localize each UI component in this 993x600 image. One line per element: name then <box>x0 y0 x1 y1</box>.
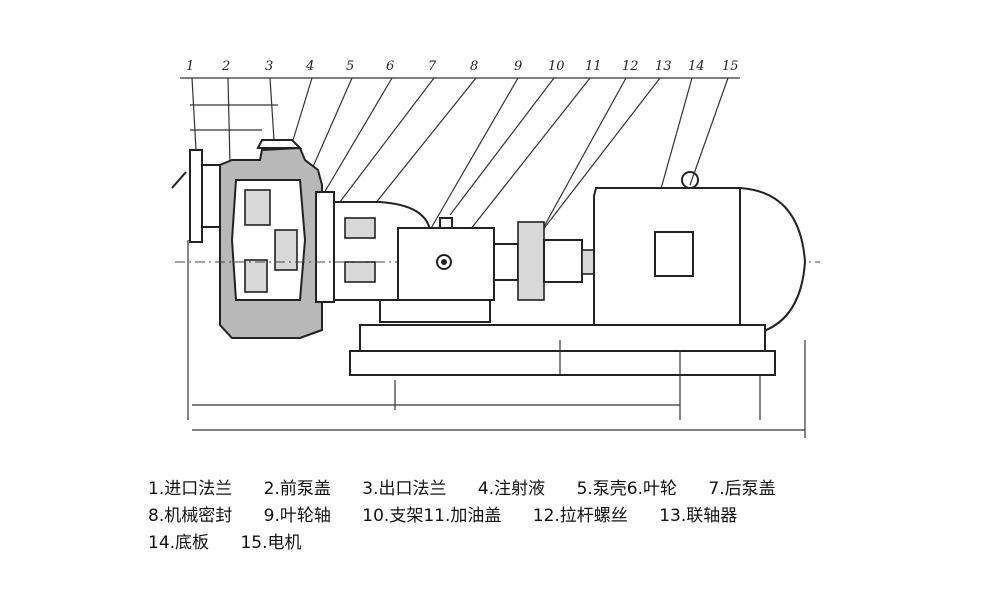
callout-5: 5 <box>346 59 354 74</box>
pump-casing <box>219 139 323 339</box>
legend-item: 12.拉杆螺丝 <box>532 506 628 526</box>
electric-motor <box>593 171 807 337</box>
callout-14: 14 <box>688 59 705 74</box>
callout-7: 7 <box>428 59 437 74</box>
legend-item: 7.后泵盖 <box>708 479 776 499</box>
dimension-lines <box>187 104 806 438</box>
callout-10: 10 <box>548 59 565 74</box>
legend-item: 14.底板 <box>148 533 210 553</box>
bearing-bracket <box>379 217 495 323</box>
legend-item: 10.支架11.加油盖 <box>362 506 502 526</box>
legend-item: 2.前泵盖 <box>263 479 331 499</box>
callout-15: 15 <box>722 59 739 74</box>
callout-13: 13 <box>655 59 672 74</box>
callout-numbers: 1 2 3 4 5 6 7 8 9 10 11 12 13 14 15 <box>186 59 739 74</box>
pump-assembly-diagram: 1 2 3 4 5 6 7 8 9 10 11 12 13 14 15 <box>171 59 820 438</box>
legend-item: 3.出口法兰 <box>362 479 447 499</box>
callout-2: 2 <box>221 59 230 74</box>
legend-item: 4.注射液 <box>477 479 546 499</box>
coupling <box>493 221 595 301</box>
callout-3: 3 <box>265 59 273 74</box>
legend-item: 1.进口法兰 <box>148 479 233 499</box>
inlet-flange <box>171 149 221 243</box>
callout-8: 8 <box>470 59 478 74</box>
callout-9: 9 <box>514 59 522 74</box>
callout-4: 4 <box>305 59 314 74</box>
callout-6: 6 <box>386 59 394 74</box>
legend-item: 15.电机 <box>240 533 302 553</box>
legend-row-2: 8.机械密封 9.叶轮轴 10.支架11.加油盖 12.拉杆螺丝 13.联轴器 <box>148 503 968 530</box>
legend-row-1: 1.进口法兰 2.前泵盖 3.出口法兰 4.注射液 5.泵壳6.叶轮 7.后泵盖 <box>148 476 968 503</box>
legend-row-3: 14.底板 15.电机 <box>148 530 968 557</box>
callout-12: 12 <box>622 59 639 74</box>
callout-11: 11 <box>585 59 602 74</box>
legend-item: 13.联轴器 <box>659 506 738 526</box>
legend-item: 9.叶轮轴 <box>263 506 331 526</box>
legend-item: 5.泵壳6.叶轮 <box>576 479 678 499</box>
parts-legend: 1.进口法兰 2.前泵盖 3.出口法兰 4.注射液 5.泵壳6.叶轮 7.后泵盖… <box>148 476 968 557</box>
base-plate <box>349 324 776 376</box>
legend-item: 8.机械密封 <box>148 506 233 526</box>
callout-1: 1 <box>186 59 194 74</box>
